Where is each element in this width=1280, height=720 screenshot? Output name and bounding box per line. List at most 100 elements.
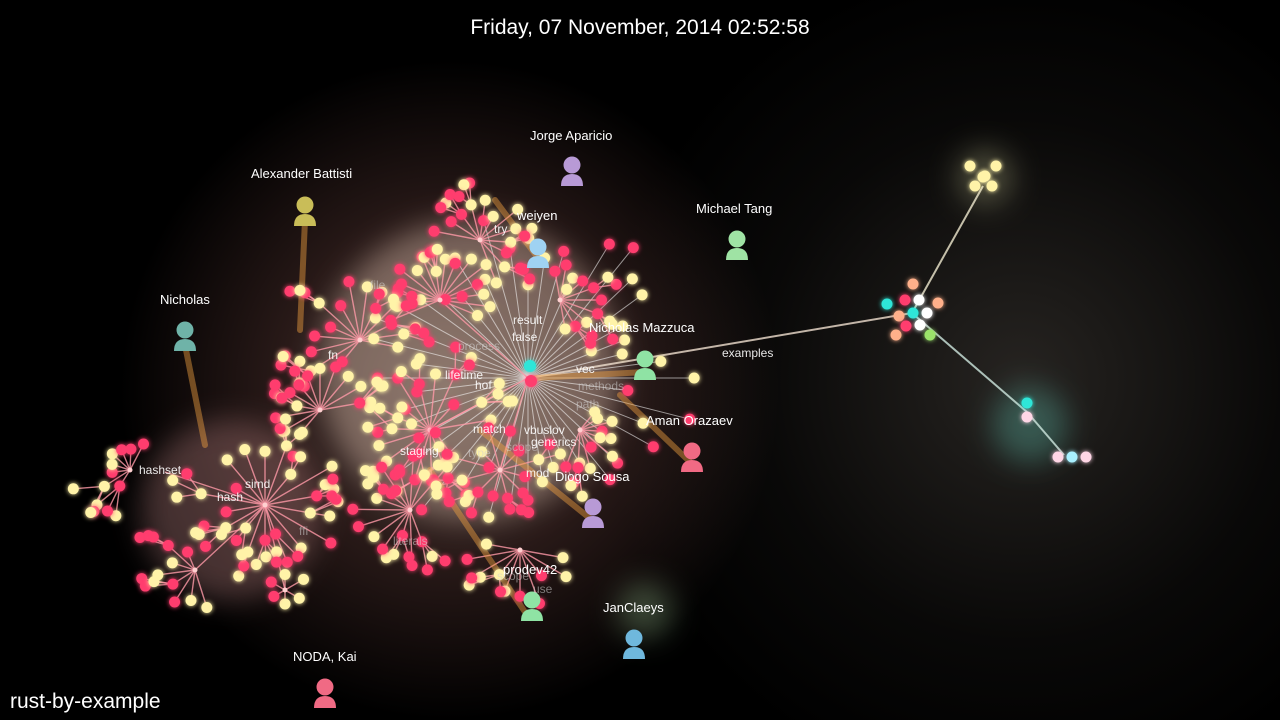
file-node — [449, 257, 461, 269]
file-node — [279, 598, 291, 610]
file-node — [493, 378, 505, 390]
file-node — [688, 372, 700, 384]
directory-label-scope: scope — [497, 569, 529, 583]
file-node — [354, 397, 366, 409]
graph-edge — [483, 220, 529, 379]
file-node — [373, 439, 385, 451]
person-icon — [623, 629, 645, 659]
file-node — [418, 469, 430, 481]
file-node — [298, 573, 310, 585]
directory-node — [357, 337, 363, 343]
graph-edge — [264, 504, 311, 514]
file-node — [439, 253, 451, 265]
file-node — [392, 341, 404, 353]
file-node — [400, 300, 412, 312]
directory-label-examples: examples — [722, 346, 773, 360]
avatar-body — [582, 516, 604, 528]
file-node — [439, 555, 451, 567]
file-node — [409, 474, 421, 486]
graph-edge — [527, 377, 612, 439]
graph-edge — [194, 504, 266, 571]
directory-node — [317, 407, 323, 413]
avatar-weiyen: weiyen — [516, 208, 557, 268]
file-node — [371, 492, 383, 504]
graph-edge — [429, 374, 456, 431]
graph-edge — [264, 495, 317, 506]
file-node — [476, 396, 488, 408]
graph-edge — [247, 504, 266, 553]
directory-label-fn: fn — [328, 348, 338, 362]
file-node — [588, 282, 600, 294]
file-node — [403, 551, 415, 563]
file-node — [169, 596, 181, 608]
graph-edge — [264, 465, 333, 506]
person-icon — [521, 591, 543, 621]
file-node — [1052, 451, 1064, 463]
file-node — [293, 592, 305, 604]
file-node — [567, 272, 579, 284]
file-node — [560, 259, 572, 271]
avatar-nicholas-mazzuca: Nicholas Mazzuca — [589, 320, 695, 380]
graph-edge — [509, 248, 529, 379]
file-node — [274, 422, 286, 434]
directory-label-lifetime: lifetime — [445, 368, 483, 382]
file-node — [377, 483, 389, 495]
graph-edge — [340, 305, 361, 341]
graph-edge — [311, 339, 361, 353]
graph-edge — [527, 339, 625, 379]
file-node — [392, 412, 404, 424]
file-node — [603, 238, 615, 250]
commit-beam — [477, 427, 595, 523]
file-node — [292, 550, 304, 562]
file-node — [270, 528, 282, 540]
file-node — [167, 578, 179, 590]
file-node — [443, 496, 455, 508]
directory-label-vbuslov: vbuslov — [524, 423, 565, 437]
graph-edge — [527, 247, 634, 379]
graph-edge — [409, 466, 448, 511]
directory-label-staging: staging — [400, 444, 439, 458]
file-node — [605, 433, 617, 445]
graph-edge — [390, 299, 441, 322]
file-node — [386, 318, 398, 330]
graph-edge — [527, 377, 554, 468]
directory-label-file: file — [370, 278, 386, 292]
file-node — [559, 323, 571, 335]
file-node — [584, 462, 596, 474]
file-node — [368, 531, 380, 543]
file-node — [449, 369, 461, 381]
graph-edge — [225, 504, 266, 529]
graph-edge — [264, 504, 332, 544]
file-node — [230, 482, 242, 494]
graph-edge — [429, 373, 437, 431]
file-node — [230, 534, 242, 546]
graph-edge — [306, 375, 321, 411]
file-node — [236, 549, 248, 561]
file-node — [362, 421, 374, 433]
graph-edge — [399, 268, 441, 301]
graph-edge — [911, 312, 1028, 413]
file-node — [428, 225, 440, 237]
file-node — [893, 310, 905, 322]
file-node — [513, 445, 525, 457]
file-node — [250, 558, 262, 570]
file-node — [636, 289, 648, 301]
file-node — [517, 487, 529, 499]
file-node — [271, 546, 283, 558]
file-node — [220, 506, 232, 518]
person-icon — [634, 350, 656, 380]
directory-label-use: use — [533, 582, 553, 596]
graph-edge — [519, 549, 564, 559]
graph-edge — [559, 299, 598, 315]
avatar-head — [523, 591, 541, 609]
file-node — [421, 564, 433, 576]
file-node — [448, 399, 460, 411]
file-node — [572, 462, 584, 474]
graph-edge — [464, 377, 529, 483]
avatar-body — [561, 174, 583, 186]
graph-edge — [579, 429, 613, 457]
file-node — [373, 288, 385, 300]
file-node — [289, 365, 301, 377]
file-node — [480, 259, 492, 271]
